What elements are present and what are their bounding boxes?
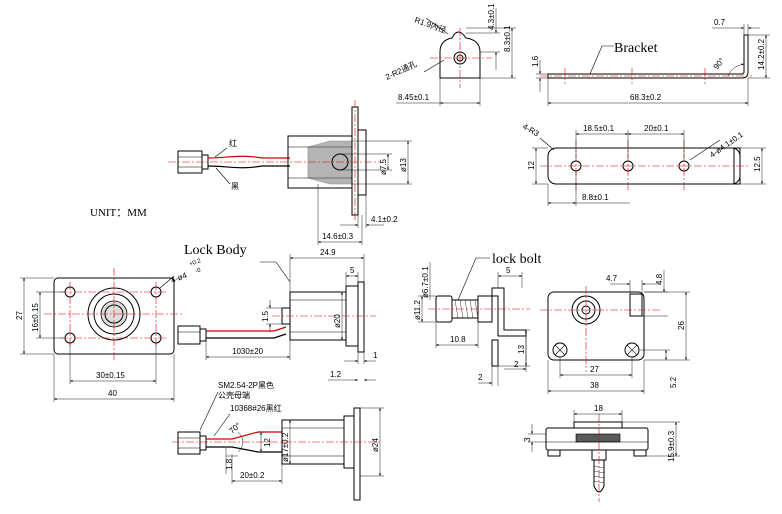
dim-4-8: 4.8: [655, 273, 664, 285]
dim-hole-spec: 4-ø4: [170, 271, 189, 285]
dim-14-6: 14.6±0.3: [322, 232, 354, 241]
dim-1-5: 1.5: [261, 310, 270, 322]
dim-40: 40: [108, 389, 117, 398]
wire-black: [206, 333, 287, 339]
dim-d20: ø20: [333, 314, 342, 328]
dim-20: 20±0.1: [644, 124, 669, 133]
dim-3: 3: [523, 437, 532, 442]
bracket-end-view: R1.9内径 2-R2通孔 4.3±0.1 8.3±0.1 8.45±0.1: [384, 3, 516, 106]
dim-d11-2: ø11.2: [413, 300, 422, 320]
dim-2-b: 2: [514, 360, 519, 369]
lock-bolt-side-view: lock bolt ø6.7±0.1 ø11.2 5 10.8 13 2 2: [413, 252, 541, 386]
bracket-top-view: 4-R3 4-ø4.1±0.1 18.5±0.1 20±0.1 12 12.5 …: [521, 122, 766, 206]
dim-d13: ø13: [399, 158, 408, 172]
dim-1-6: 1.6: [531, 55, 540, 67]
connector-spec-sub: 公壳母端: [218, 390, 250, 400]
dim-angle-70: 70°: [228, 421, 243, 436]
dim-d17: ø17±0.2: [281, 432, 290, 462]
dim-wire-length: 1030±20: [232, 347, 264, 356]
bottom-side-view: 1.2 SM2.54-2P黑色 公壳母端 10368#26黑红 70° 12 ø…: [172, 370, 384, 501]
dim-8-3: 8.3±0.1: [503, 25, 512, 52]
bolt-plate: [547, 291, 645, 361]
dim-18: 18: [594, 404, 603, 413]
unit-label: UNIT：MM: [90, 207, 147, 219]
dim-5: 5: [350, 266, 355, 275]
dim-24-9: 24.9: [320, 248, 336, 257]
dim-12-5: 12.5: [753, 156, 762, 172]
dim-27: 27: [15, 311, 24, 320]
dim-hole-tol-minus: -0: [195, 267, 203, 275]
dim-r1-9: R1.9内径: [413, 14, 447, 35]
wire-red: [206, 431, 282, 440]
dim-26: 26: [677, 321, 686, 330]
dim-1-8: 1.8: [225, 458, 234, 470]
lock-bolt-front-view: 4.7 4.8 26 27 38 5.2: [540, 270, 690, 394]
wire-black-label: 黑: [231, 182, 239, 191]
dim-18-5: 18.5±0.1: [583, 124, 615, 133]
top-side-view: 红 黑 ø7.5 ø13 4.1±0.2 14.6±0.3: [168, 100, 412, 245]
dim-d6-7: ø6.7±0.1: [421, 266, 430, 298]
dim-16: 16±0.15: [31, 303, 40, 332]
dim-20: 20±0.2: [240, 471, 265, 480]
bracket-plate: [353, 407, 361, 501]
dim-30: 30±0.15: [96, 371, 125, 380]
dim-12: 12: [527, 161, 536, 170]
dim-r2: 2-R2通孔: [384, 59, 418, 82]
dim-5-2: 5.2: [669, 376, 678, 388]
dim-2-a: 2: [478, 373, 483, 382]
dim-r3: 4-R3: [521, 122, 541, 139]
callout-bracket: Bracket: [614, 41, 658, 56]
dim-d24: ø24: [371, 438, 380, 452]
dim-27: 27: [590, 365, 599, 374]
dim-d7-5: ø7.5: [379, 158, 388, 175]
dim-angle-90: 90°: [712, 56, 727, 71]
bracket-side-view: Bracket 1.6 0.7 14.2±0.2 90° 68.3±0.2: [531, 18, 770, 106]
wire-red: [206, 326, 287, 332]
dim-15-9: 15.9±0.3: [667, 430, 676, 462]
dim-5: 5: [506, 266, 511, 275]
dim-1: 1: [373, 351, 378, 360]
dim-10-8: 10.8: [450, 335, 466, 344]
bolt-bracket: [491, 287, 527, 337]
dim-14-2: 14.2±0.2: [757, 38, 766, 70]
dim-4-7: 4.7: [606, 274, 618, 283]
dim-12: 12: [263, 438, 272, 447]
connector-spec: SM2.54-2P黑色: [218, 380, 274, 390]
dim-13: 13: [517, 345, 526, 354]
callout-lock-bolt: lock bolt: [492, 252, 541, 267]
lock-bolt-bottom-view: 18 3 15.9±0.3: [523, 404, 680, 502]
dim-4-3: 4.3±0.1: [487, 3, 496, 30]
callout-lock-body: Lock Body: [184, 243, 247, 258]
bracket-end-outline: [439, 31, 481, 79]
wire-black: [207, 165, 290, 169]
wire-black: [206, 446, 282, 453]
flange-side: [357, 281, 365, 353]
dim-hole-tol-plus: +0.2: [189, 258, 203, 268]
dim-68-3: 68.3±0.2: [630, 93, 662, 102]
dim-38: 38: [590, 381, 599, 390]
wire-red-label: 红: [229, 138, 237, 148]
wire-red: [207, 155, 290, 159]
dim-8-8: 8.8±0.1: [582, 193, 609, 202]
dim-0-7: 0.7: [714, 18, 726, 27]
lock-body-front-view: 4-ø4 +0.2 -0 27 16±0.15 30±0.15 40: [15, 258, 202, 402]
wire-spec: 10368#26黑红: [230, 403, 282, 413]
connector: [177, 325, 201, 345]
dim-4-1: 4.1±0.2: [371, 215, 398, 224]
dim-1-2: 1.2: [330, 370, 342, 379]
dim-8-45: 8.45±0.1: [398, 93, 430, 102]
connector: [177, 431, 201, 455]
lock-body-side-view: Lock Body 24.9 5 1.5 ø20 1030±: [177, 243, 378, 364]
